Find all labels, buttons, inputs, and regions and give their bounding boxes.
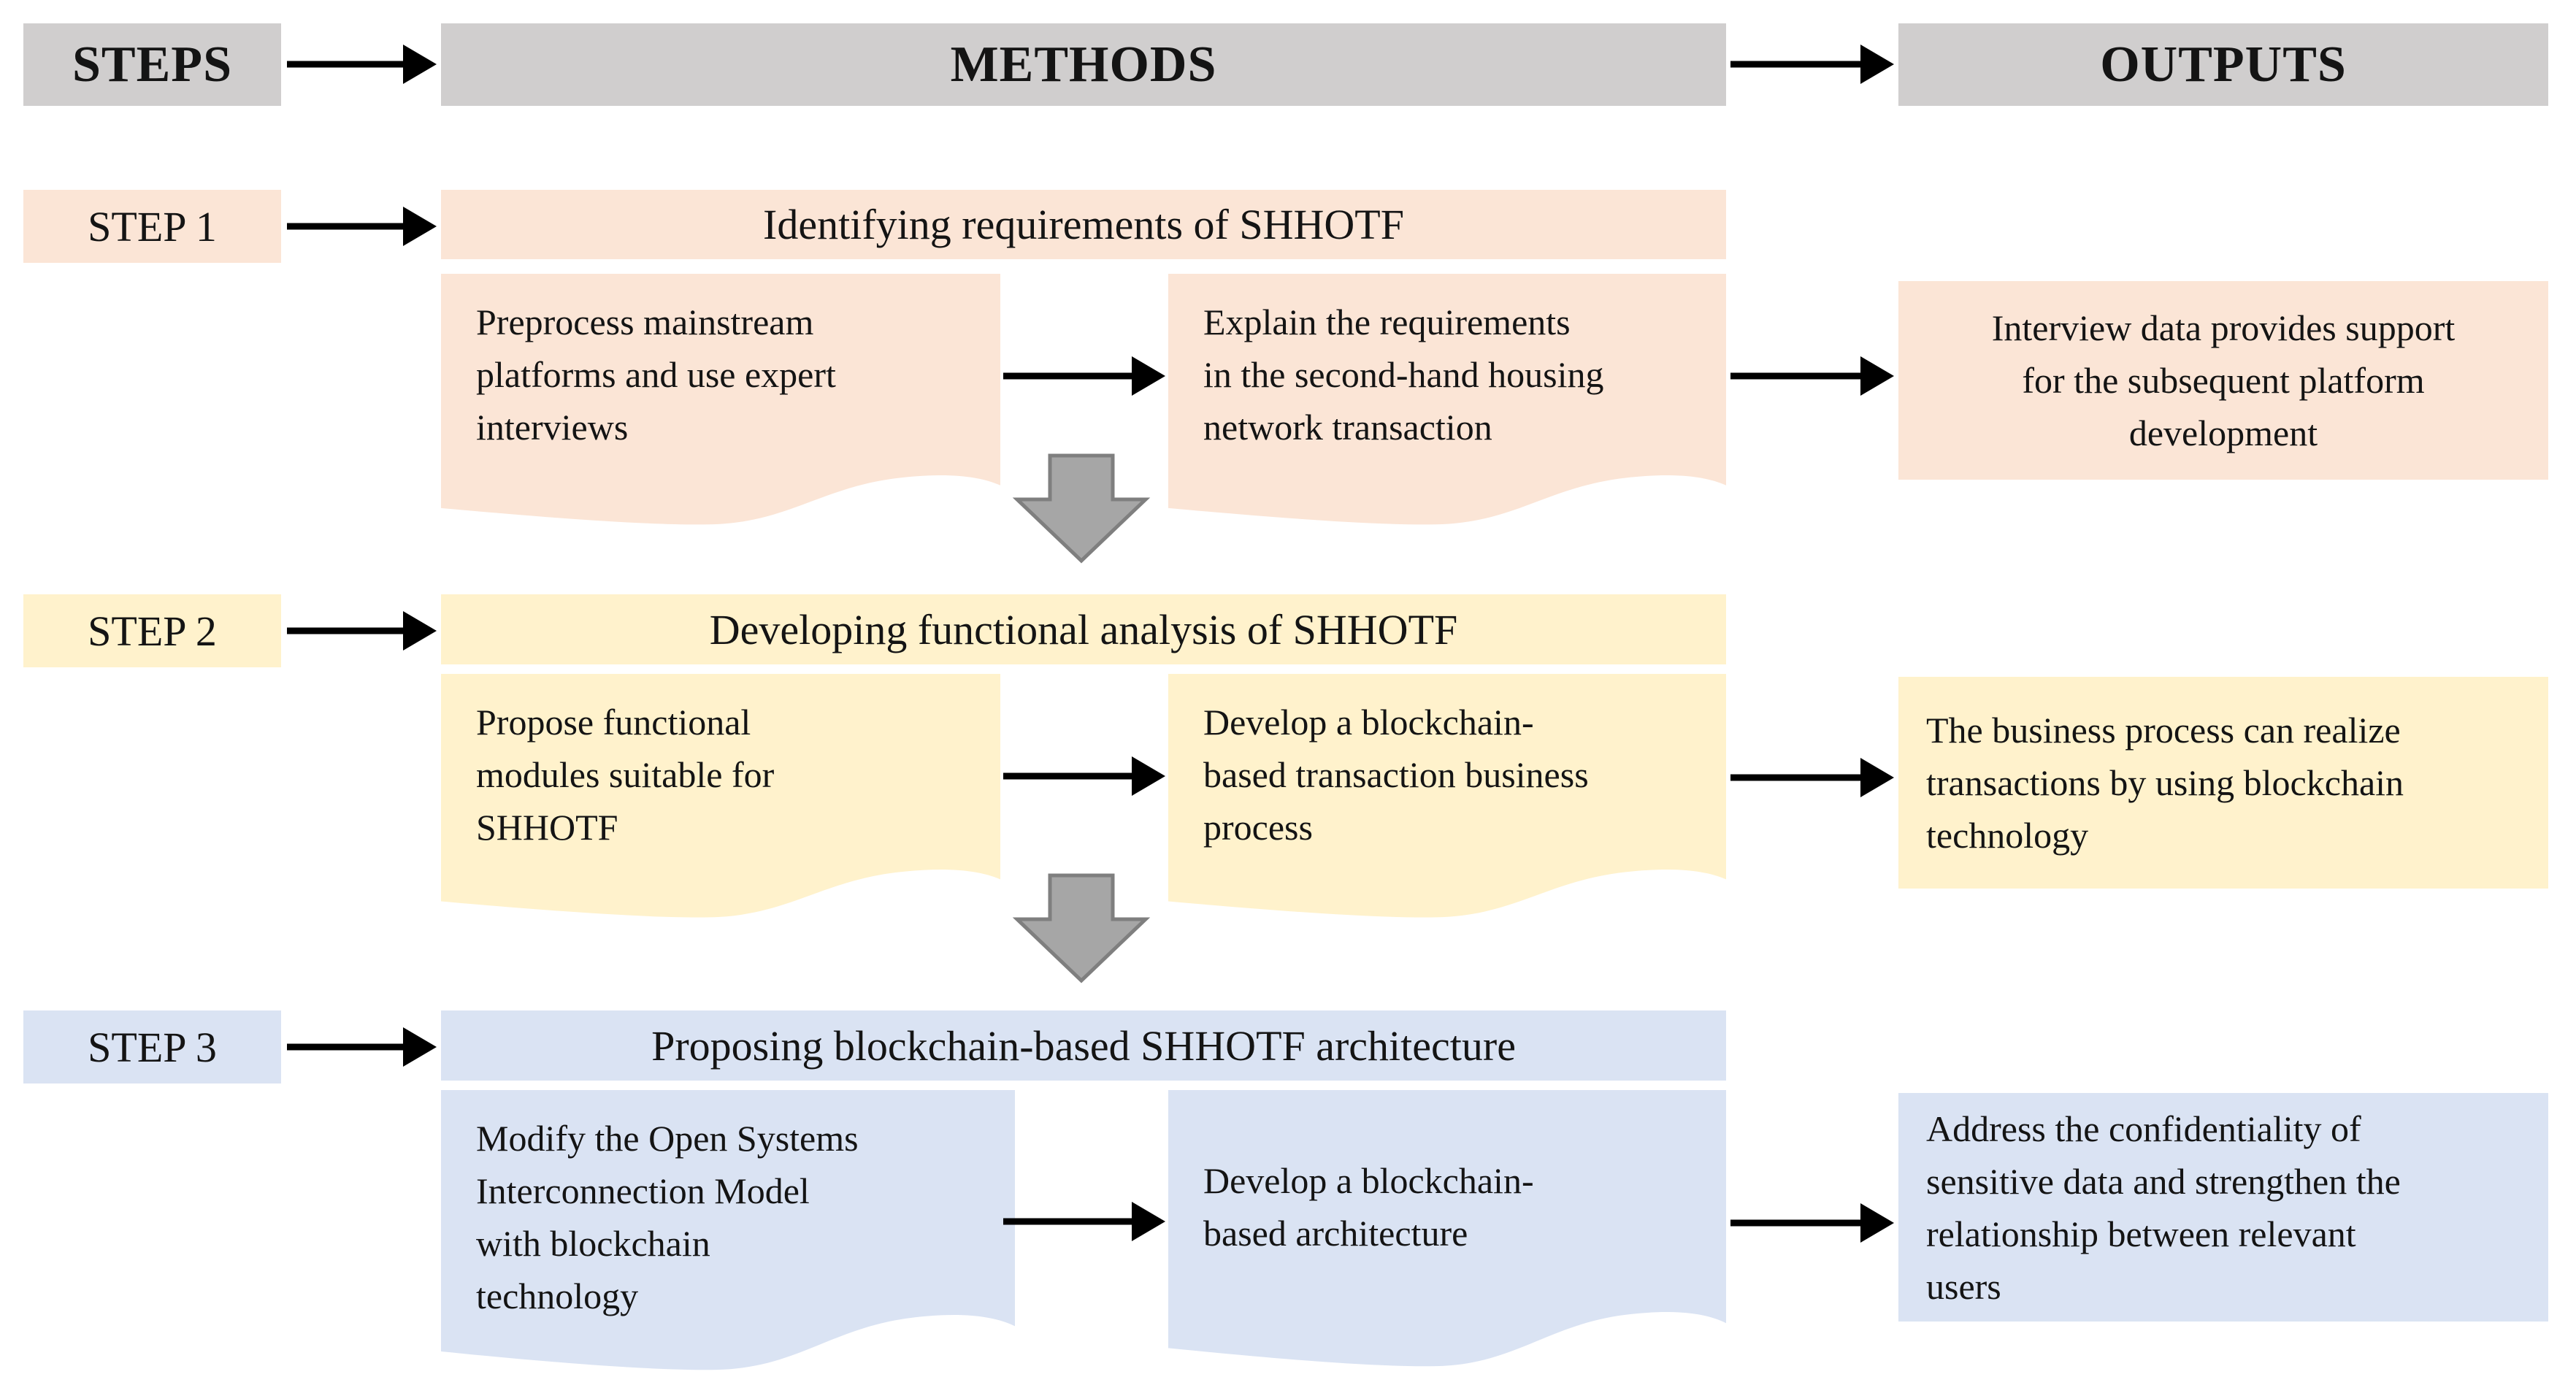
row1-output-box: Interview data provides support for the … [1898, 281, 2548, 480]
row3-output-text: Address the confidentiality of sensitive… [1926, 1108, 2401, 1307]
arrow-shaft [287, 61, 407, 68]
right-arrow-icon [1730, 350, 1894, 402]
row1-title-box: Identifying requirements of SHHOTF [441, 190, 1726, 259]
arrow-tip [1132, 756, 1165, 796]
arrow-shaft [1730, 774, 1865, 781]
column-header-methods-label: METHODS [950, 36, 1217, 93]
right-arrow-icon [1730, 1197, 1894, 1248]
arrow-tip [1132, 356, 1165, 396]
right-arrow-icon [1730, 752, 1894, 803]
row2-method-left-box: Propose functional modules suitable for … [441, 674, 1000, 918]
row3-method-left-text: Modify the Open Systems Interconnection … [476, 1118, 859, 1316]
column-header-outputs-label: OUTPUTS [2100, 36, 2347, 93]
arrow-shaft [1003, 372, 1136, 380]
arrow-shaft [1730, 372, 1865, 380]
row1-method-right-box: Explain the requirements in the second-h… [1168, 274, 1726, 526]
down-arrow-icon [1012, 872, 1151, 983]
arrow-tip [1860, 45, 1894, 84]
row2-title: Developing functional analysis of SHHOTF [709, 605, 1458, 653]
row1-output-text: Interview data provides support for the … [1991, 307, 2456, 453]
step1-label: STEP 1 [88, 202, 217, 250]
row1-title: Identifying requirements of SHHOTF [763, 201, 1404, 248]
row2-method-left-text: Propose functional modules suitable for … [476, 702, 775, 848]
document-shape [1168, 674, 1726, 918]
column-header-methods: METHODS [441, 23, 1726, 106]
right-arrow-icon [1003, 751, 1165, 802]
row3-method-right-box: Develop a blockchain- based architecture [1168, 1090, 1726, 1368]
column-header-steps: STEPS [23, 23, 281, 106]
arrow-shaft [287, 627, 407, 634]
arrow-shaft [1003, 1218, 1136, 1225]
row2-method-right-text: Develop a blockchain- based transaction … [1203, 702, 1589, 848]
arrow-tip [403, 45, 437, 84]
arrow-shaft [1730, 1219, 1865, 1227]
arrow-tip [1132, 1202, 1165, 1241]
row3-title: Proposing blockchain-based SHHOTF archit… [651, 1021, 1516, 1070]
arrow-tip [403, 207, 437, 246]
arrow-tip [403, 1027, 437, 1067]
row3-output-box: Address the confidentiality of sensitive… [1898, 1093, 2548, 1322]
arrow-tip [403, 611, 437, 651]
right-arrow-icon [1003, 1196, 1165, 1247]
row3-method-left-box: Modify the Open Systems Interconnection … [441, 1090, 1015, 1371]
arrow-tip [1860, 758, 1894, 797]
right-arrow-icon [1003, 350, 1165, 402]
right-arrow-icon [287, 39, 437, 90]
row1-method-left-box: Preprocess mainstream platforms and use … [441, 274, 1000, 526]
right-arrow-icon [287, 201, 437, 252]
arrow-shaft [1003, 772, 1136, 780]
down-arrow-shape [1012, 873, 1151, 983]
step1-box: STEP 1 [23, 190, 281, 263]
document-shape [441, 674, 1000, 918]
column-header-steps-label: STEPS [72, 36, 232, 93]
row2-output-text: The business process can realize transac… [1926, 710, 2404, 856]
row2-title-box: Developing functional analysis of SHHOTF [441, 594, 1726, 664]
step2-label: STEP 2 [88, 607, 217, 655]
row3-method-right-text: Develop a blockchain- based architecture [1203, 1160, 1534, 1254]
arrow-tip [1860, 1203, 1894, 1243]
right-arrow-icon [287, 605, 437, 656]
step2-box: STEP 2 [23, 594, 281, 667]
arrow-shaft [287, 1043, 407, 1051]
right-arrow-icon [1730, 39, 1894, 90]
right-arrow-icon [287, 1021, 437, 1073]
document-shape [1168, 274, 1726, 525]
row2-output-box: The business process can realize transac… [1898, 677, 2548, 889]
arrow-shaft [287, 223, 407, 230]
row1-method-left-text: Preprocess mainstream platforms and use … [476, 302, 836, 448]
arrow-shaft [1730, 61, 1865, 68]
row3-title-box: Proposing blockchain-based SHHOTF archit… [441, 1010, 1726, 1081]
row2-method-right-box: Develop a blockchain- based transaction … [1168, 674, 1726, 918]
document-shape [441, 1090, 1015, 1370]
step3-label: STEP 3 [88, 1023, 217, 1071]
down-arrow-shape [1012, 453, 1151, 564]
step3-box: STEP 3 [23, 1010, 281, 1083]
document-shape [1168, 1090, 1726, 1367]
document-shape [441, 274, 1000, 525]
column-header-outputs: OUTPUTS [1898, 23, 2548, 106]
arrow-tip [1860, 356, 1894, 396]
row1-method-right-text: Explain the requirements in the second-h… [1203, 302, 1604, 448]
down-arrow-icon [1012, 453, 1151, 564]
